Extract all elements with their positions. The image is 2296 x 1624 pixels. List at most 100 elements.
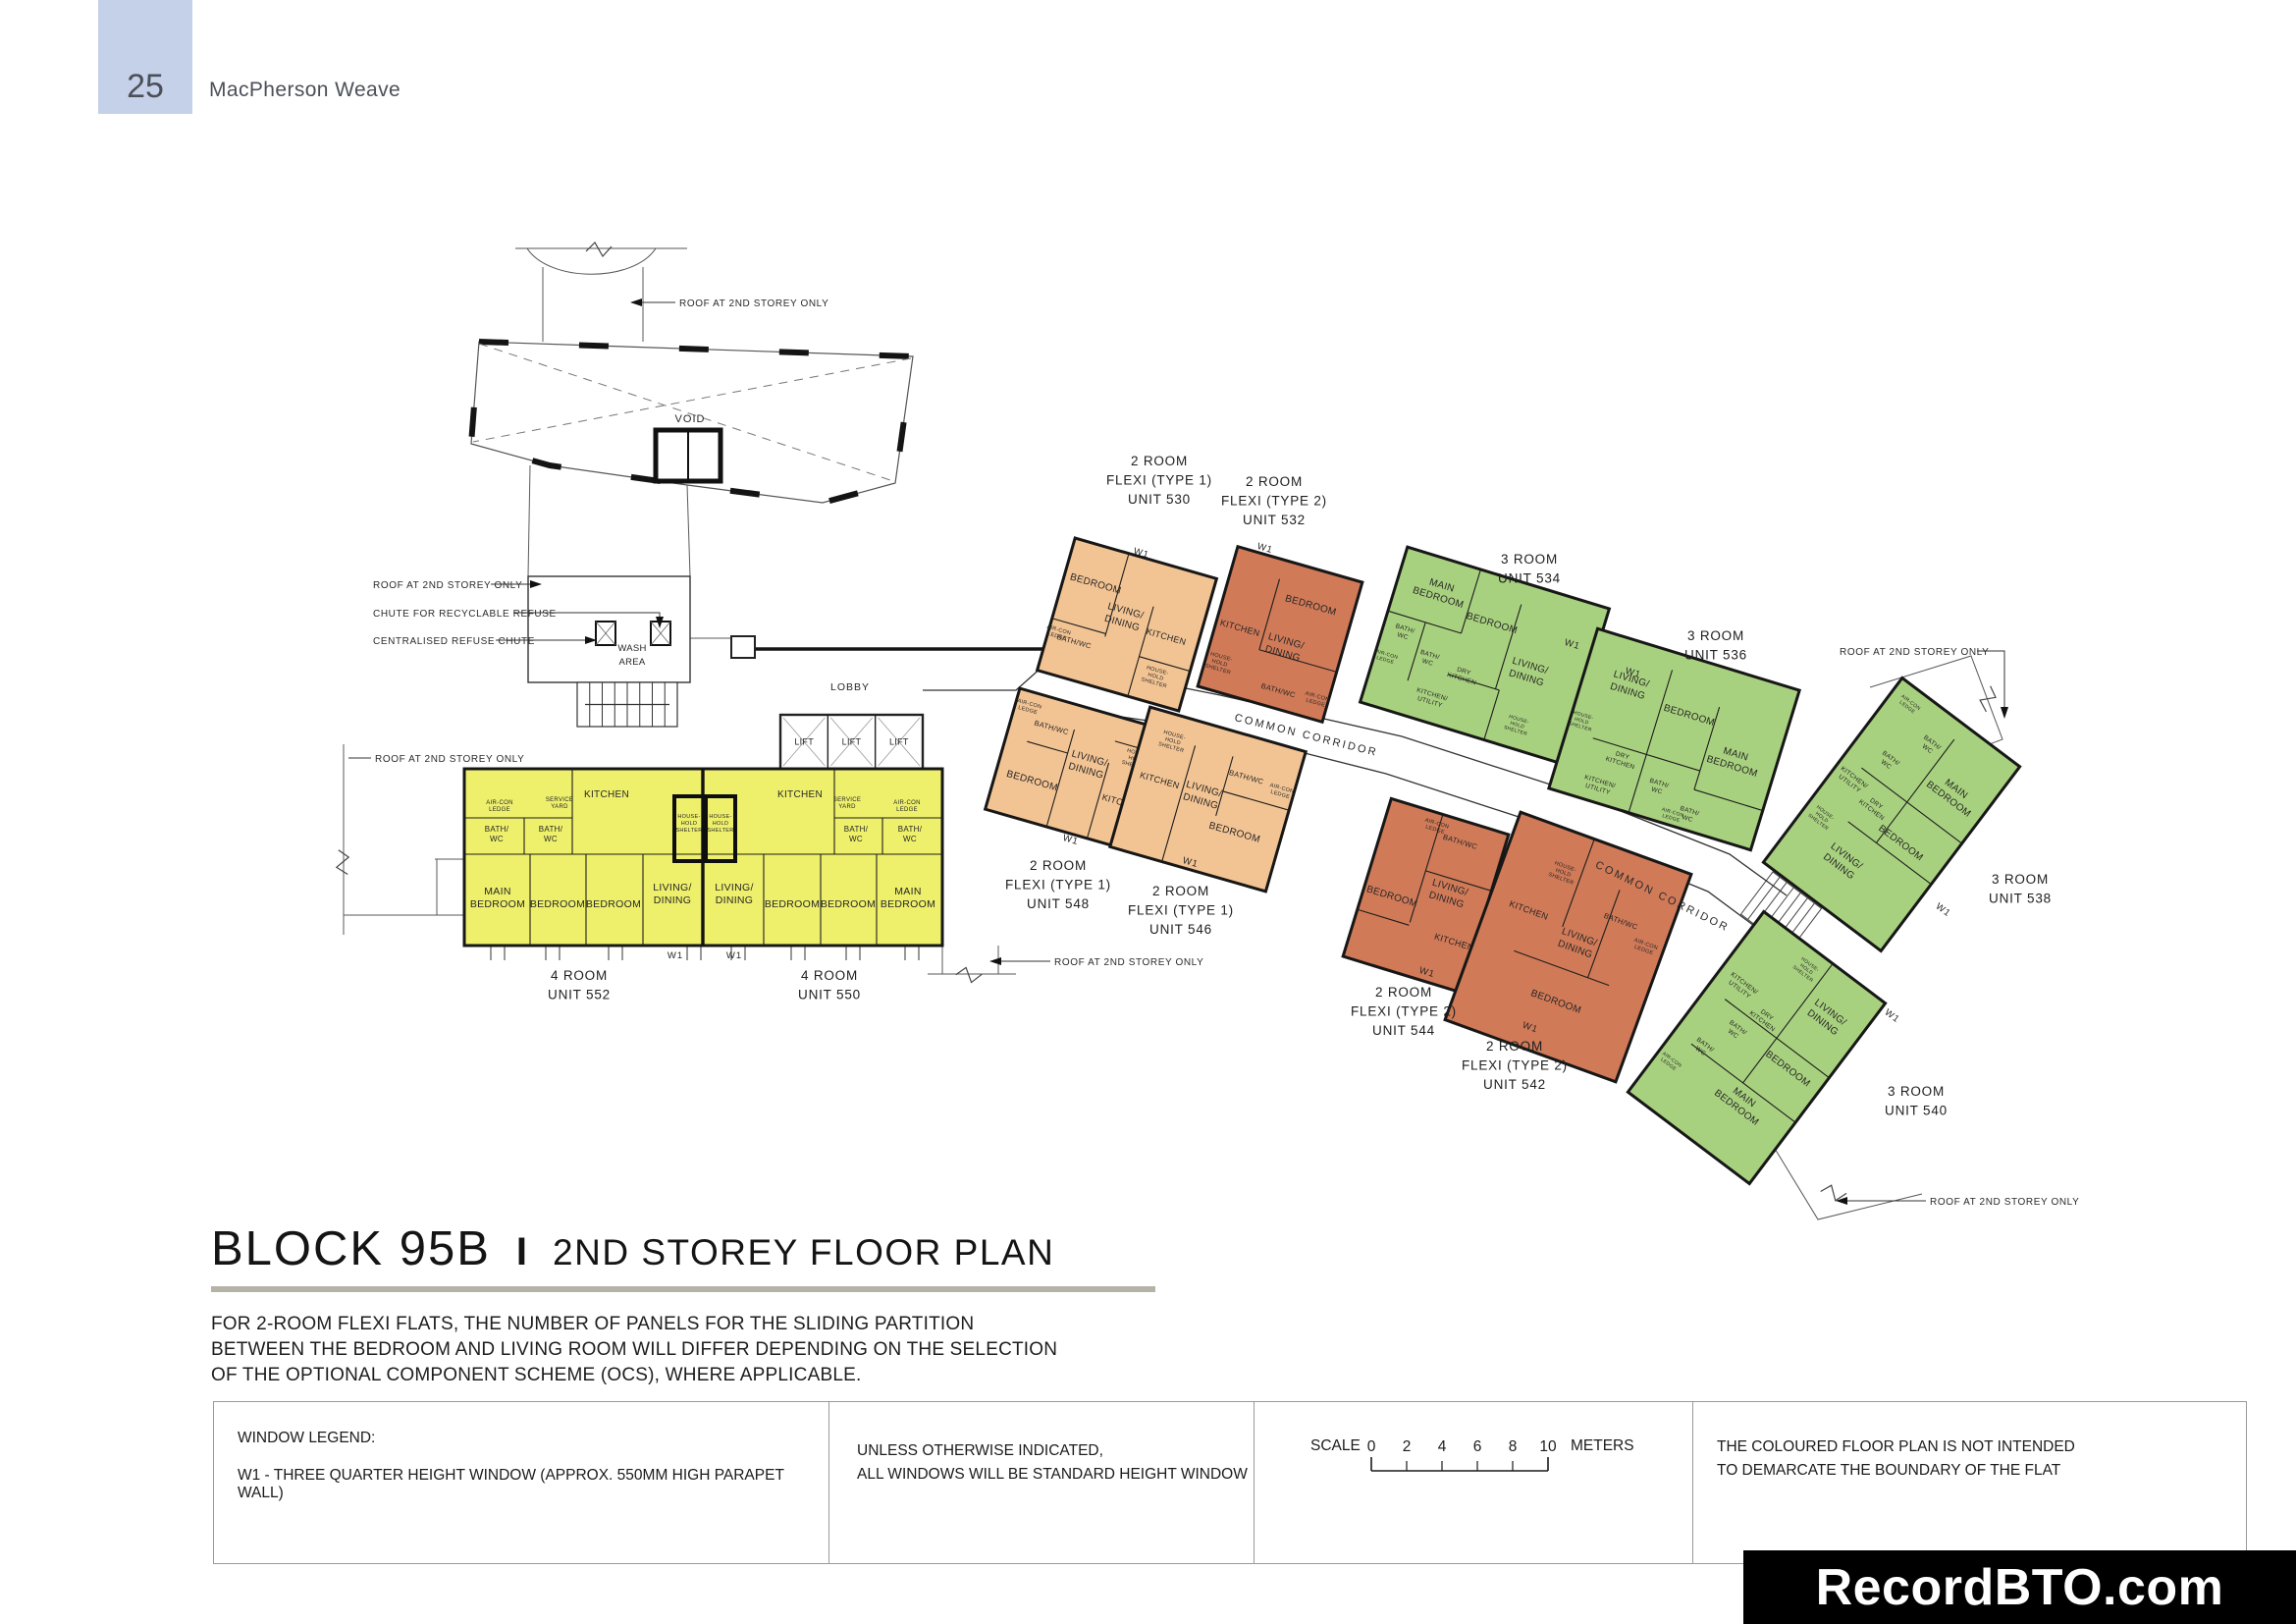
unit-538: AIR-CONLEDGEBATH/WCBATH/WCMAINBEDROOMKIT… [1761, 676, 2022, 953]
household-shelter-box [704, 794, 737, 863]
lobby-label: LOBBY [830, 681, 870, 693]
boundary-note-line1: THE COLOURED FLOOR PLAN IS NOT INTENDED [1717, 1438, 2075, 1455]
roof-outline [1762, 1128, 1923, 1220]
project-name: MacPherson Weave [209, 79, 401, 101]
room-label: BEDROOM [821, 898, 876, 910]
room-label: WC [849, 835, 863, 843]
window-legend-item: W1 - THREE QUARTER HEIGHT WINDOW (APPROX… [238, 1467, 784, 1501]
room-label: AIR-CON [486, 800, 512, 806]
boundary-note-box: THE COLOURED FLOOR PLAN IS NOT INTENDED … [1693, 1401, 2247, 1564]
scale-tick-2: 2 [1403, 1438, 1412, 1455]
room-label: WC [490, 835, 504, 843]
annotation-arrow [630, 298, 642, 306]
w1-window-label: W1 [1132, 546, 1150, 561]
scale-tick-10: 10 [1539, 1438, 1557, 1455]
w1-window-label: W1 [1417, 965, 1436, 980]
unit-530: BEDROOMLIVING/DININGKITCHENBATH/WCHOUSE-… [1035, 536, 1219, 713]
room-label: DRY [1615, 750, 1630, 761]
page-number-tab: 25 [98, 0, 192, 114]
unit-name-label: UNIT 538 [1989, 892, 2052, 906]
lift-label: LIFT [889, 737, 909, 747]
annotation-arrow [1836, 1197, 1847, 1205]
break-symbol [955, 966, 983, 984]
roof-annotation: ROOF AT 2ND STOREY ONLY [679, 298, 828, 309]
room-label: SERVICE [546, 797, 573, 803]
unit-name-label: FLEXI (TYPE 2) [1351, 1004, 1457, 1019]
title-block: BLOCK 95B I 2ND STOREY FLOOR PLAN FOR 2-… [211, 1221, 1291, 1388]
scale-bar: 0 2 4 6 8 10 [1367, 1438, 1557, 1472]
room-label: HOUSE- [677, 814, 700, 820]
common-corridor-line [923, 665, 1044, 691]
unit-name-label: UNIT 546 [1149, 922, 1212, 937]
unit-name-label: 3 ROOM [1992, 872, 2049, 887]
room-label: HOLD [681, 821, 697, 827]
roof-edge-line [527, 464, 531, 577]
unit-name-label: UNIT 532 [1243, 513, 1306, 527]
room-label: LEDGE [1662, 813, 1682, 824]
unit-name-label: UNIT 540 [1885, 1104, 1948, 1118]
unit-name-label: FLEXI (TYPE 1) [1106, 473, 1212, 488]
room-label: HOUSE- [1508, 714, 1529, 726]
lobby-duct-box [730, 635, 756, 659]
room-label: HOLD [1164, 736, 1181, 746]
legend-strip: WINDOW LEGEND: W1 - THREE QUARTER HEIGHT… [213, 1401, 2247, 1564]
scale-tick-0: 0 [1367, 1438, 1376, 1455]
room-label: WC [1650, 786, 1663, 796]
unit-name-label: FLEXI (TYPE 2) [1221, 494, 1327, 509]
room-label: WC [1421, 658, 1434, 668]
unit-name-label: FLEXI (TYPE 2) [1462, 1058, 1568, 1073]
window-note-line1: UNLESS OTHERWISE INDICATED, [857, 1442, 1103, 1459]
roof-annotation: ROOF AT 2ND STOREY ONLY [1054, 957, 1203, 968]
w1-window-label: W1 [1563, 637, 1581, 652]
room-label: DINING [654, 894, 692, 906]
unit-name-label: FLEXI (TYPE 1) [1005, 878, 1111, 893]
unit-534: MAINBEDROOMBEDROOMLIVING/DININGBATH/WCBA… [1358, 545, 1612, 766]
room-label: WC [1396, 631, 1409, 641]
room-label: LIVING/ [653, 882, 691, 893]
room-label: BATH/ [539, 825, 563, 834]
unit-name-label: UNIT 530 [1128, 492, 1191, 507]
scale-tick-8: 8 [1509, 1438, 1518, 1455]
room-label: KITCHEN [777, 789, 823, 800]
watermark-banner: RecordBTO.com [1743, 1550, 2296, 1624]
room-label: BATH/ [485, 825, 509, 834]
unit-name-label: 2 ROOM [1375, 985, 1432, 1000]
room-label: SHELTER [707, 828, 733, 834]
storey-title: 2ND STOREY FLOOR PLAN [553, 1232, 1055, 1272]
room-label: SHELTER [675, 828, 702, 834]
block-title: BLOCK 95B [211, 1222, 491, 1275]
w1-window-label: W1 [1255, 541, 1274, 556]
w1-window-label: W1 [667, 950, 683, 961]
scale-box: SCALE 0 2 4 6 8 10 METERS [1255, 1401, 1693, 1564]
room-label: LIVING/ [715, 882, 753, 893]
wash-area-label: WASH [617, 643, 646, 654]
wash-area-label: AREA [618, 657, 645, 668]
window-legend-title: WINDOW LEGEND: [238, 1430, 376, 1446]
scale-tick-6: 6 [1473, 1438, 1482, 1455]
annotation-arrow [989, 957, 1001, 965]
unit-530-outline [1035, 536, 1219, 713]
break-symbol [1820, 1184, 1847, 1202]
unit-546-outline [1107, 705, 1308, 893]
boundary-note-line2: TO DEMARCATE THE BOUNDARY OF THE FLAT [1717, 1462, 2061, 1479]
w1-window-label: W1 [1624, 666, 1642, 680]
unit-name-label: 2 ROOM [1152, 884, 1209, 898]
room-label: WC [1681, 814, 1693, 824]
window-legend-box: WINDOW LEGEND: W1 - THREE QUARTER HEIGHT… [213, 1401, 829, 1564]
flexi-note-line2: BETWEEN THE BEDROOM AND LIVING ROOM WILL… [211, 1339, 1058, 1360]
roof-annotation: CHUTE FOR RECYCLABLE REFUSE [373, 609, 557, 620]
title-underline [211, 1286, 1155, 1292]
window-note-box: UNLESS OTHERWISE INDICATED, ALL WINDOWS … [829, 1401, 1255, 1564]
annotation-arrow [530, 580, 542, 588]
flexi-note-line1: FOR 2-ROOM FLEXI FLATS, THE NUMBER OF PA… [211, 1314, 975, 1334]
room-label: BEDROOM [881, 898, 935, 910]
unit-name-label: UNIT 550 [798, 988, 861, 1002]
w1-window-label: W1 [1061, 833, 1080, 847]
void-cross-line [472, 357, 912, 443]
unit-540: HOUSE-HOLDSHELTERLIVING/DININGKITCHEN/UT… [1626, 909, 1888, 1186]
w1-window-label: W1 [1521, 1020, 1539, 1036]
